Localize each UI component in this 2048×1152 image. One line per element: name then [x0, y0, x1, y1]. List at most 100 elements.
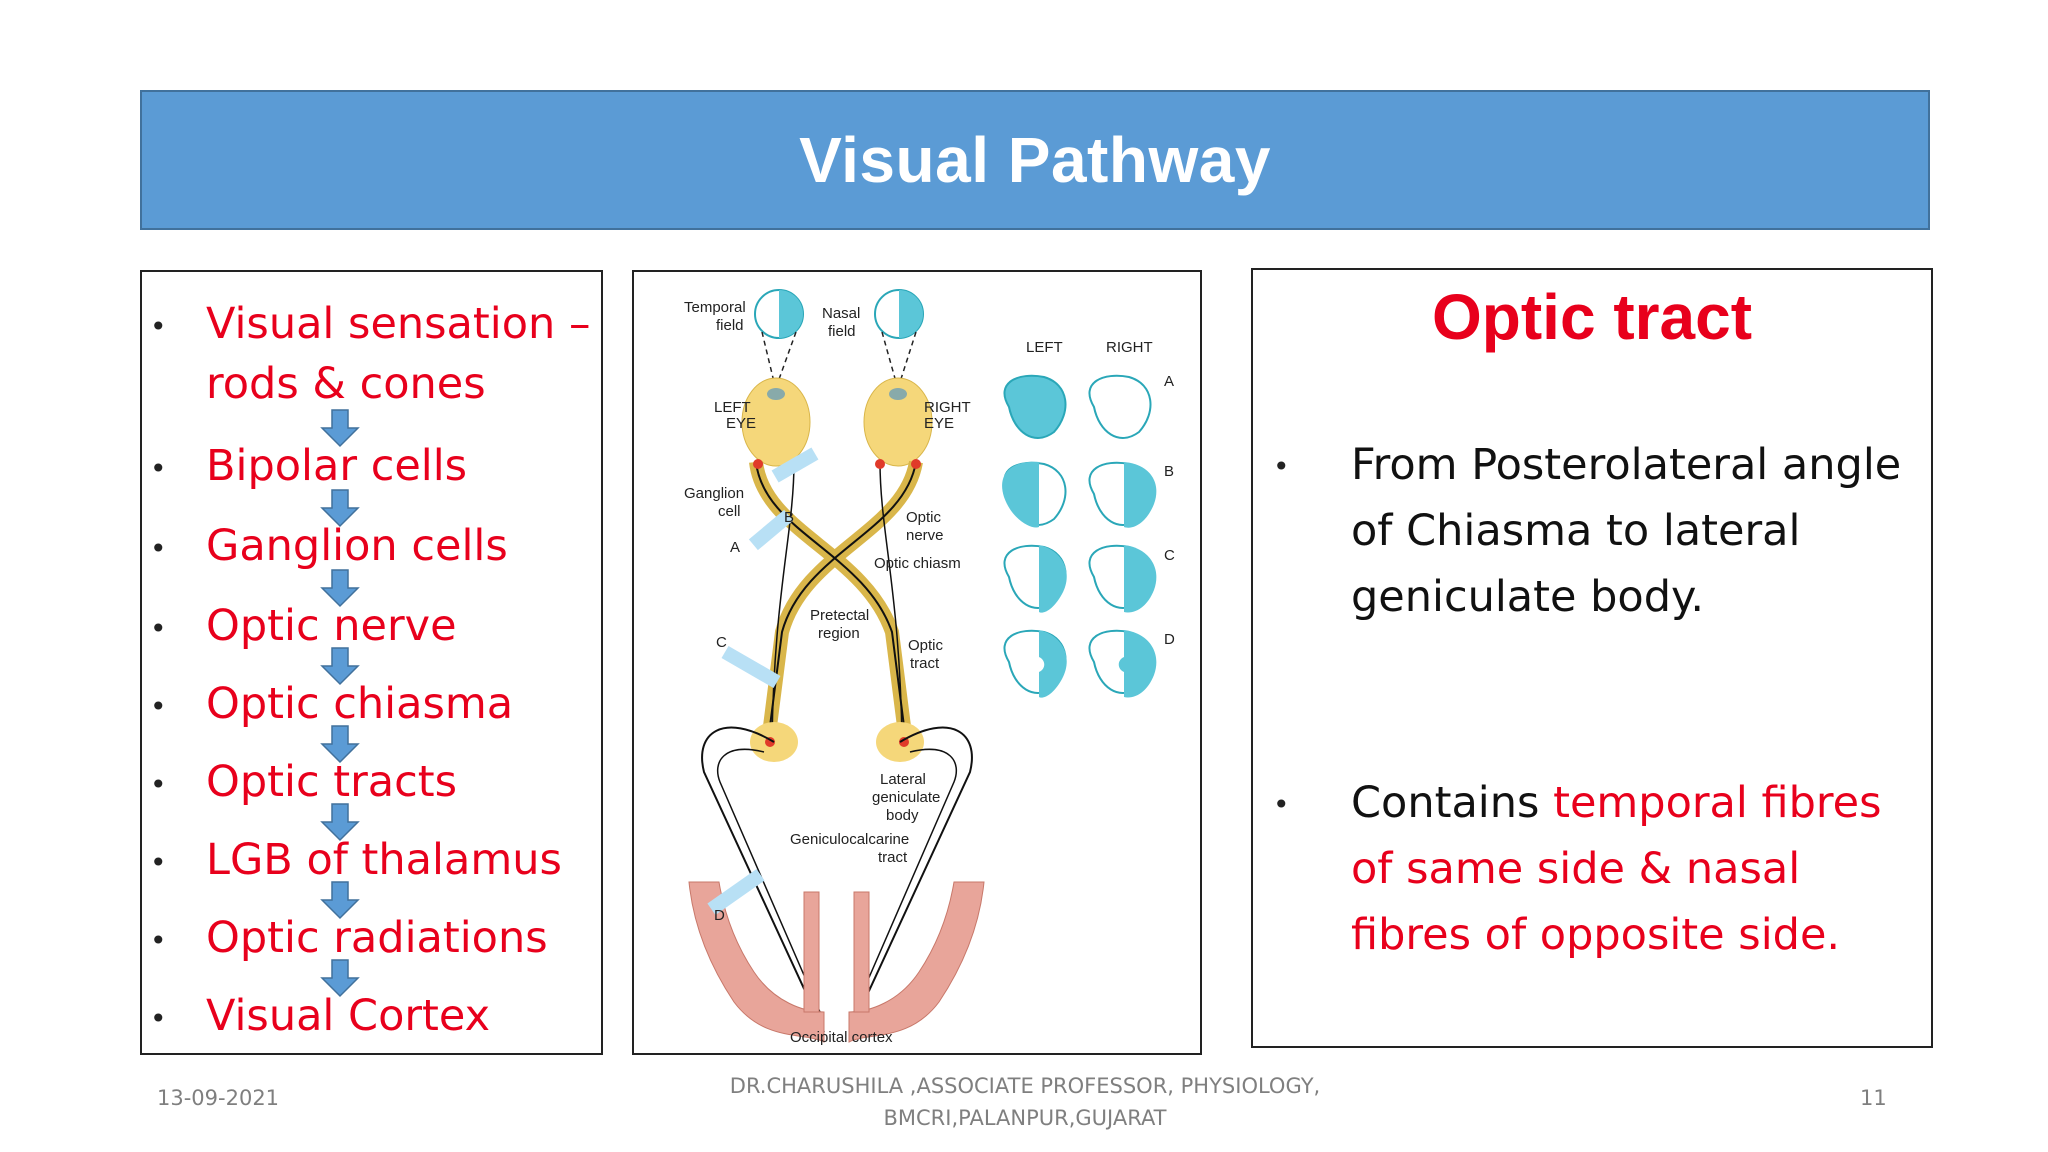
row-label-d: D — [1164, 631, 1175, 648]
lesion-c — [721, 645, 781, 689]
down-arrow-icon — [320, 725, 360, 764]
left-occipital-cortex — [688, 881, 825, 1043]
flow-item-label: Optic nerve — [206, 601, 457, 651]
down-arrow-icon — [320, 959, 360, 998]
left-eye-label: LEFT — [714, 399, 751, 416]
optic-nerve-fiber — [755, 461, 907, 743]
field-defect-d-left — [1003, 629, 1067, 698]
footer-author-line2: BMCRI,PALANPUR,GUJARAT — [883, 1106, 1167, 1130]
right-occipital-cortex — [848, 881, 985, 1043]
geniculocalcarine-tract — [701, 726, 825, 1033]
right-eye-label-2: EYE — [924, 415, 954, 432]
right-eye-label: RIGHT — [924, 399, 971, 416]
flow-item-label: Optic radiations — [206, 913, 548, 963]
down-arrow-icon — [320, 569, 360, 608]
lgb-label-2: geniculate — [872, 789, 940, 806]
field-defect-c-left — [1003, 544, 1067, 613]
left-eye-label-2: EYE — [726, 415, 756, 432]
contents-highlight: temporal fibres of same side & nasal fib… — [1351, 778, 1882, 960]
flow-item: • Optic radiations — [142, 910, 601, 966]
bullet: • — [1273, 450, 1290, 483]
left-eye-visual-field — [754, 289, 804, 339]
optic-chiasm-label: Optic chiasm — [874, 555, 961, 572]
field-defect-d-right — [1088, 629, 1157, 698]
flow-item-label: Visual Cortex — [206, 991, 491, 1041]
flow-item: • Visual sensation – rods & cones — [142, 296, 601, 409]
row-label-a: A — [1164, 373, 1174, 390]
ganglion-cell-label: Ganglion — [684, 485, 744, 502]
down-arrow-icon — [320, 647, 360, 686]
flow-item: • Optic nerve — [142, 598, 601, 654]
field-defect-a-left — [1003, 374, 1067, 439]
field-defect-b-right — [1088, 461, 1157, 528]
flow-item: • Visual Cortex — [142, 988, 601, 1044]
geniculocalcarine-label: Geniculocalcarine — [790, 831, 909, 848]
lesion-label-b: B — [784, 509, 794, 526]
lgb-label: Lateral — [880, 771, 926, 788]
bullet: • — [150, 532, 167, 565]
bullet: • — [150, 690, 167, 723]
bullet: • — [150, 1002, 167, 1035]
right-lens — [889, 388, 907, 400]
lesion-a — [748, 509, 794, 551]
left-lens — [767, 388, 785, 400]
slide-title: Visual Pathway — [799, 124, 1271, 196]
left-column-label: LEFT — [1026, 339, 1063, 356]
down-arrow-icon — [320, 489, 360, 528]
down-arrow-icon — [320, 409, 360, 448]
bullet: • — [150, 612, 167, 645]
flow-item-label: Visual sensation – — [206, 299, 591, 349]
nasal-field-label-2: field — [828, 323, 856, 340]
paragraph-contents: Contains temporal fibres of same side & … — [1351, 770, 1911, 968]
flow-item-label: Bipolar cells — [206, 441, 468, 491]
right-eye — [863, 377, 933, 467]
left-eye — [741, 377, 811, 467]
footer-page-number: 11 — [1860, 1086, 1887, 1110]
flow-item: • Bipolar cells — [142, 438, 601, 494]
bullet: • — [1273, 788, 1290, 821]
pretectal-label: Pretectal — [810, 607, 869, 624]
lesion-d — [707, 869, 765, 915]
flow-item-label-cont: rods & cones — [206, 359, 486, 409]
paragraph-origin: From Posterolateral angle of Chiasma to … — [1351, 440, 1902, 622]
field-defect-b-left — [1002, 461, 1067, 528]
bullet: • — [150, 310, 167, 343]
pathway-flow-box: • Visual sensation – rods & cones • Bipo… — [140, 270, 603, 1055]
bullet: • — [150, 452, 167, 485]
flow-item: • Optic chiasma — [142, 676, 601, 732]
optic-nerve-label-2: nerve — [906, 527, 944, 544]
bullet: • — [150, 846, 167, 879]
flow-item: • Ganglion cells — [142, 518, 601, 574]
geniculocalcarine-tract — [849, 726, 973, 1033]
diagram-canvas: Temporal field Nasal field LEFT EYE RIGH… — [684, 289, 1175, 1046]
down-arrow-icon — [320, 881, 360, 920]
temporal-field-label-2: field — [716, 317, 744, 334]
bullet: • — [150, 924, 167, 957]
lgb-label-3: body — [886, 807, 919, 824]
title-bar: Visual Pathway — [140, 90, 1930, 230]
flow-item-label: Optic tracts — [206, 757, 458, 807]
row-label-c: C — [1164, 547, 1175, 564]
temporal-field-label: Temporal — [684, 299, 746, 316]
lesion-b — [771, 447, 819, 483]
lesion-label-d: D — [714, 907, 725, 924]
ganglion-cell-label-2: cell — [718, 503, 741, 520]
geniculocalcarine-label-2: tract — [878, 849, 908, 866]
nasal-field-label: Nasal — [822, 305, 860, 322]
bullet: • — [150, 768, 167, 801]
flow-item: • LGB of thalamus — [142, 832, 601, 888]
contents-lead: Contains — [1351, 778, 1540, 828]
flow-item-label: Optic chiasma — [206, 679, 514, 729]
flow-item-label: Ganglion cells — [206, 521, 508, 571]
footer-author: DR.CHARUSHILA ,ASSOCIATE PROFESSOR, PHYS… — [700, 1070, 1350, 1134]
flow-item: • Optic tracts — [142, 754, 601, 810]
lesion-label-a: A — [730, 539, 740, 556]
footer-author-line1: DR.CHARUSHILA ,ASSOCIATE PROFESSOR, PHYS… — [729, 1074, 1321, 1098]
optic-tract-label-2: tract — [910, 655, 940, 672]
row-label-b: B — [1164, 463, 1174, 480]
optic-nerve-label: Optic — [906, 509, 942, 526]
pretectal-label-2: region — [818, 625, 860, 642]
field-defect-c-right — [1088, 544, 1157, 613]
flow-item-label: LGB of thalamus — [206, 835, 562, 885]
lesion-label-c: C — [716, 634, 727, 651]
